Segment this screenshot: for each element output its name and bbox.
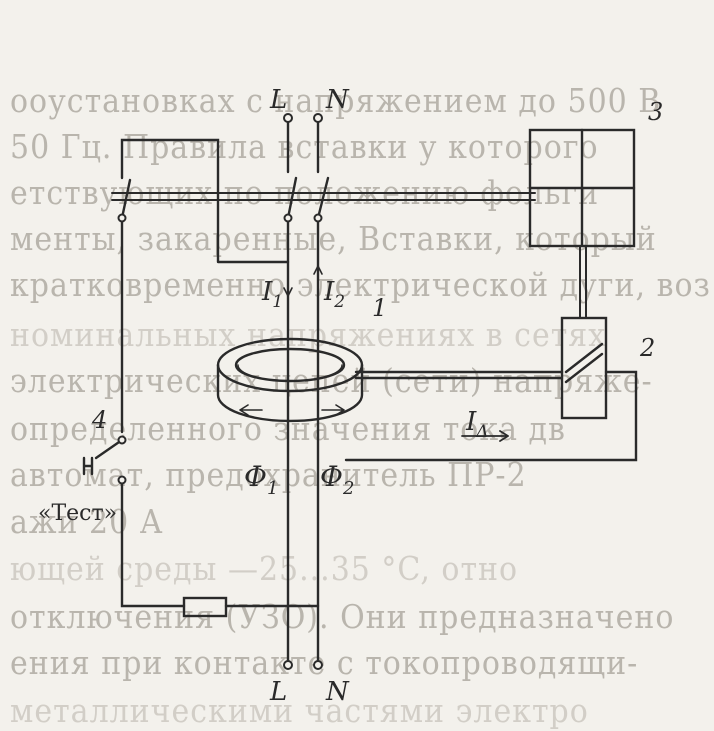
terminal-l-top bbox=[283, 113, 293, 123]
contact-point bbox=[117, 435, 127, 445]
relay-coil-hatch bbox=[564, 342, 604, 384]
diff-current-arrow bbox=[461, 430, 509, 442]
label-l-bottom: L bbox=[269, 677, 287, 707]
trip-mechanism-divider bbox=[528, 128, 636, 248]
label-n-top: N bbox=[325, 85, 350, 115]
background-text-line: кратковременно электрической дуги, воз bbox=[10, 266, 711, 305]
aux-switch-blade bbox=[120, 178, 132, 220]
label-core-number: 1 bbox=[372, 294, 387, 322]
test-button-actuator bbox=[82, 456, 94, 476]
label-i1: I1 bbox=[261, 277, 283, 312]
test-resistor bbox=[182, 596, 228, 618]
label-flux-1: Φ1 bbox=[244, 460, 278, 499]
label-button-number: 4 bbox=[91, 406, 107, 434]
label-test-button: «Тест» bbox=[38, 501, 117, 526]
control-wire-lower bbox=[120, 478, 186, 608]
secondary-wire-top bbox=[354, 370, 564, 380]
label-diff-current: IΔ bbox=[465, 407, 489, 442]
contact-point bbox=[117, 475, 127, 485]
mechanical-linkage bbox=[111, 192, 536, 201]
flux-arrow-right bbox=[321, 404, 345, 416]
label-mechanism-number: 3 bbox=[648, 98, 663, 126]
background-text-line: электрических цепей (сети) напряже- bbox=[10, 362, 653, 401]
flux-arrow-left bbox=[239, 404, 263, 416]
background-text-line: 50 Гц. Правила вставки у которого bbox=[10, 128, 599, 167]
relay-linkage bbox=[579, 245, 587, 319]
switch-blade-n bbox=[316, 176, 330, 220]
secondary-wire-bottom bbox=[344, 370, 638, 462]
contact-point bbox=[313, 213, 323, 223]
background-text-line: автомат, предохранитель ПР-2 bbox=[10, 456, 527, 495]
terminal-l-bottom bbox=[283, 660, 293, 670]
label-relay-number: 2 bbox=[639, 334, 655, 362]
test-button-contact bbox=[94, 438, 124, 460]
background-text-line: металлическими частями электро bbox=[10, 692, 589, 731]
background-text-line: ющей среды —25...35 °C, отно bbox=[10, 550, 519, 589]
current-arrow-2 bbox=[313, 265, 323, 297]
current-arrow-1 bbox=[283, 265, 293, 297]
control-wire-top bbox=[120, 138, 290, 264]
terminal-n-bottom bbox=[313, 660, 323, 670]
background-text-line: ажи 20 А bbox=[10, 503, 164, 542]
toroidal-core bbox=[216, 337, 364, 423]
contact-point bbox=[117, 213, 127, 223]
background-text-line: ения при контакте с токопроводящи- bbox=[10, 644, 639, 683]
label-flux-2: Φ2 bbox=[320, 460, 354, 499]
switch-blade-l bbox=[286, 176, 298, 220]
relay bbox=[560, 316, 608, 420]
background-text-line: менты, закаренные, Вставки, который bbox=[10, 220, 657, 259]
label-l-top: L bbox=[269, 85, 287, 115]
label-n-bottom: N bbox=[325, 677, 350, 707]
background-text-line: номинальных напряжениях в сетях bbox=[10, 316, 607, 355]
background-text-line: ооустановках с напряжением до 500 В bbox=[10, 82, 662, 121]
contact-point bbox=[283, 213, 293, 223]
label-i2: I2 bbox=[323, 277, 345, 312]
terminal-n-top bbox=[313, 113, 323, 123]
background-text-line: отключения (УЗО). Они предназначено bbox=[10, 598, 675, 637]
